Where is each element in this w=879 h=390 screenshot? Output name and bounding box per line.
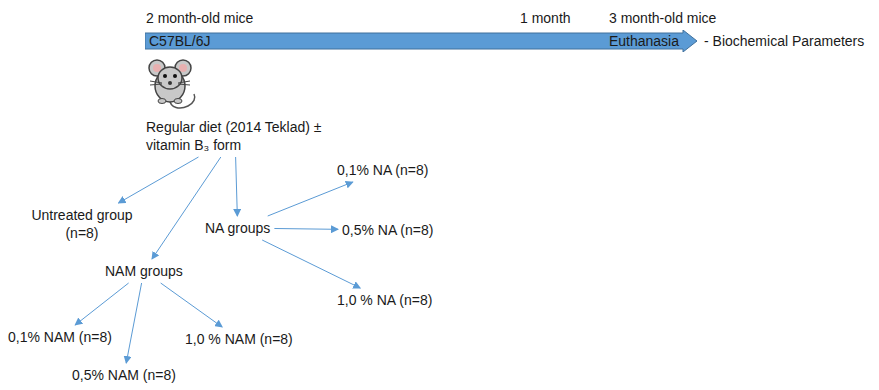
- arrow-connector: [236, 157, 238, 216]
- dose-text: 0,5% NAM (n=8): [72, 366, 176, 384]
- arrow-connector: [274, 228, 338, 230]
- node-label: NA groups: [205, 219, 270, 237]
- group-text: NA groups: [205, 219, 270, 237]
- arrow-connector: [268, 182, 353, 216]
- annotation-text: 2 month-old mice: [146, 9, 253, 27]
- arrow-connector: [152, 157, 221, 259]
- node-label: 0,5% NAM (n=8): [72, 366, 176, 384]
- arrow-connector: [75, 283, 128, 325]
- arrow-connector: [161, 283, 222, 327]
- node-label: NAM groups: [105, 262, 183, 280]
- timeline-band: C57BL/6J Euthanasia: [145, 30, 697, 52]
- node-label: 1,0 % NA (n=8): [337, 291, 432, 309]
- annotation-text: 3 month-old mice: [609, 9, 716, 27]
- band-label: C57BL/6J: [149, 32, 210, 50]
- node-label: 0,5% NA (n=8): [342, 221, 433, 239]
- dose-text: 1,0 % NAM (n=8): [185, 330, 293, 348]
- arrow-connector: [262, 240, 360, 288]
- mouse-icon: [140, 54, 200, 112]
- annotation-text: - Biochemical Parameters: [704, 32, 864, 50]
- arrow-connector: [126, 283, 141, 363]
- group-text: Untreated group (n=8): [30, 206, 134, 242]
- arrow-connector: [119, 157, 199, 203]
- diet-text: Regular diet (2014 Teklad) ± vitamin B₃ …: [146, 118, 324, 154]
- dose-text: 0,1% NAM (n=8): [8, 328, 112, 346]
- band-label: Euthanasia: [609, 32, 679, 50]
- node-label: 0,1% NAM (n=8): [8, 328, 112, 346]
- group-text: NAM groups: [105, 262, 183, 280]
- dose-text: 1,0 % NA (n=8): [337, 291, 432, 309]
- dose-text: 0,1% NA (n=8): [337, 161, 428, 179]
- node-label: 1,0 % NAM (n=8): [185, 330, 293, 348]
- node-label: 0,1% NA (n=8): [337, 161, 428, 179]
- node-label: Regular diet (2014 Teklad) ± vitamin B₃ …: [146, 118, 324, 154]
- dose-text: 0,5% NA (n=8): [342, 221, 433, 239]
- node-label: Untreated group (n=8): [30, 206, 134, 242]
- annotation-text: 1 month: [520, 9, 571, 27]
